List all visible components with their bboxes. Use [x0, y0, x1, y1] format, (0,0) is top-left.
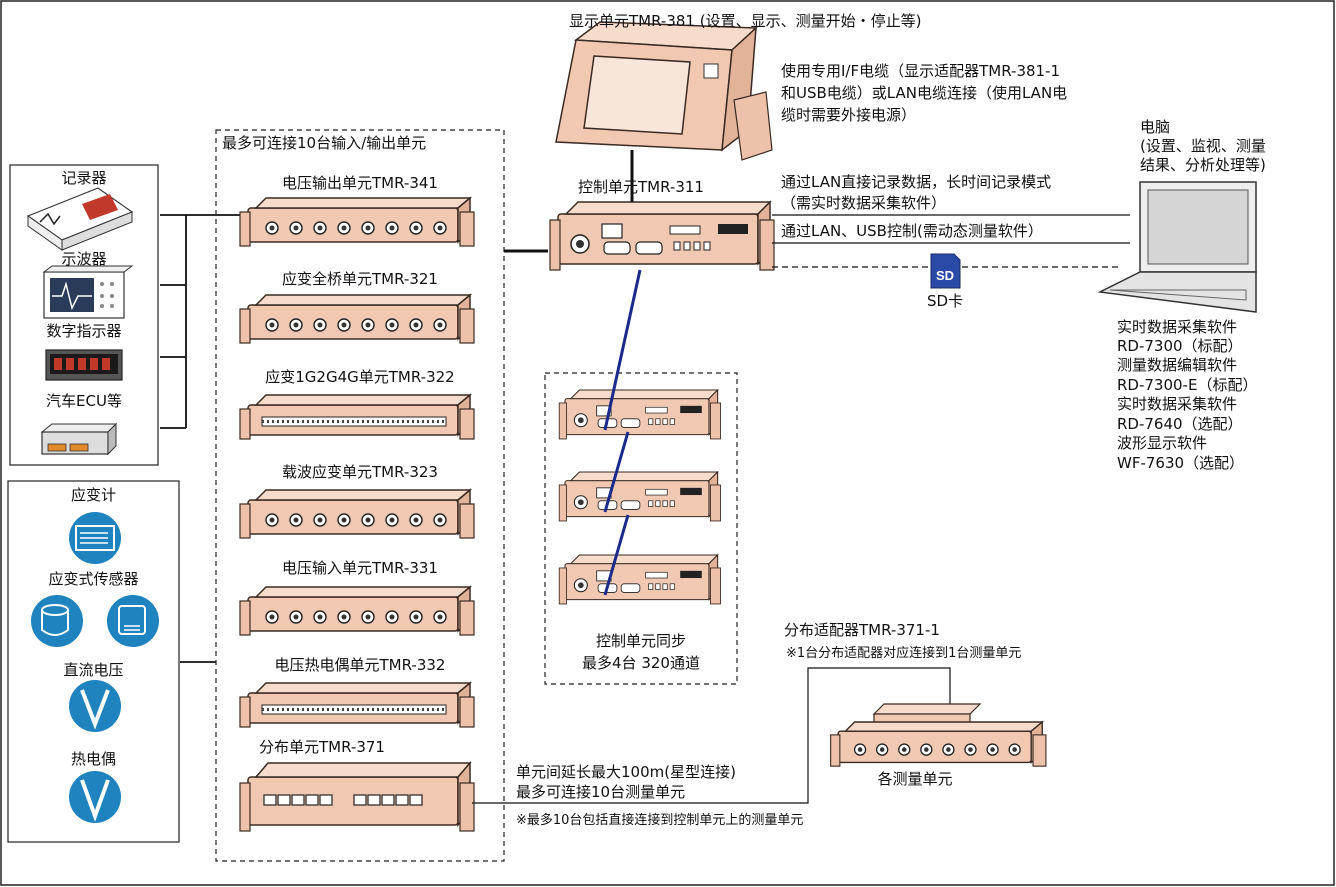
- display-conn-note-2: 和USB电缆）或LAN电缆连接（使用LAN电: [781, 84, 1068, 102]
- control-unit-title: 控制单元TMR-311: [578, 178, 704, 196]
- sensor-label-thermocouple: 热电偶: [70, 750, 116, 768]
- measurement-unit-label: 各测量单元: [877, 770, 953, 788]
- sync-unit-1: [558, 389, 722, 440]
- sensor-label-dc-voltage: 直流电压: [63, 661, 124, 679]
- pc-title: 电脑: [1140, 118, 1171, 136]
- unit-image-tmr371: [239, 762, 475, 832]
- unit-image-tmr341: [239, 197, 475, 247]
- unit-image-tmr323: [239, 489, 475, 539]
- sensor-transducer-icon: [107, 595, 159, 647]
- pc-desc-1: (设置、监视、测量: [1140, 137, 1266, 155]
- display-conn-note-1: 使用专用I/F电缆（显示适配器TMR-381-1: [781, 62, 1061, 80]
- unit-label-tmr332: 电压热电偶单元TMR-332: [274, 656, 446, 674]
- unit-label-tmr321: 应变全桥单元TMR-321: [282, 270, 438, 288]
- unit-image-tmr331: [239, 586, 475, 636]
- adapter-title: 分布适配器TMR-371-1: [784, 621, 940, 639]
- load-cell-icon: [31, 595, 83, 647]
- control-unit-image: [549, 201, 775, 271]
- unit-label-tmr341: 电压输出单元TMR-341: [282, 174, 438, 192]
- sd-card-label: SD卡: [926, 292, 964, 310]
- pc-software-7: 波形显示软件: [1117, 434, 1208, 452]
- sync-unit-3: [558, 554, 722, 605]
- lan-record-line-1: 通过LAN直接记录数据，长时间记录模式: [781, 173, 1052, 191]
- display-conn-note-3: 缆时需要外接电源）: [781, 106, 917, 124]
- laptop-image: [1097, 181, 1257, 313]
- unit-label-tmr331: 电压输入单元TMR-331: [282, 559, 438, 577]
- pc-software-2: RD-7300（标配）: [1117, 337, 1243, 355]
- device-label-oscilloscope: 示波器: [61, 250, 107, 268]
- pc-software-6: RD-7640（选配）: [1117, 415, 1243, 433]
- recorder-image: [26, 187, 134, 251]
- sd-icon-text: SD: [936, 268, 954, 283]
- device-label-ecu: 汽车ECU等: [46, 392, 122, 410]
- device-label-recorder: 记录器: [61, 169, 107, 187]
- sync-line-2: 最多4台 320通道: [582, 654, 700, 672]
- sensor-label-transducer: 应变式传感器: [48, 570, 139, 588]
- extend-line-2: 最多可连接10台测量单元: [516, 783, 686, 801]
- unit-image-tmr332: [238, 681, 476, 729]
- digital-indicator-image: [45, 349, 123, 381]
- unit-label-tmr371: 分布单元TMR-371: [259, 738, 385, 756]
- pc-software-3: 测量数据编辑软件: [1117, 356, 1238, 374]
- measurement-unit-image: [829, 703, 1047, 767]
- display-unit-title: 显示单元TMR-381 (设置、显示、测量开始・停止等): [569, 12, 922, 30]
- adapter-note: ※1台分布适配器对应连接到1台测量单元: [786, 646, 1022, 661]
- unit-label-tmr323: 载波应变单元TMR-323: [282, 463, 438, 481]
- device-label-indicator: 数字指示器: [46, 322, 122, 340]
- pc-software-5: 实时数据采集软件: [1117, 395, 1238, 413]
- thermocouple-icon: [69, 771, 121, 823]
- sensor-label-strain-gauge: 应变计: [70, 486, 116, 504]
- io-group-title: 最多可连接10台输入/输出单元: [222, 134, 427, 152]
- unit-label-tmr322: 应变1G2G4G单元TMR-322: [265, 368, 455, 386]
- oscilloscope-image: [42, 265, 134, 319]
- sync-unit-2: [558, 471, 722, 522]
- lan-usb-control: 通过LAN、USB控制(需动态测量软件）: [781, 222, 1043, 240]
- sync-line-1: 控制单元同步: [595, 632, 686, 650]
- unit-image-tmr322: [238, 393, 476, 441]
- unit-image-tmr321: [239, 294, 475, 344]
- pc-software-1: 实时数据采集软件: [1117, 318, 1238, 336]
- ecu-image: [40, 422, 118, 456]
- sd-card-icon: SD: [930, 253, 961, 289]
- pc-software-4: RD-7300-E（标配）: [1117, 376, 1258, 394]
- distribution-note: ※最多10台包括直接连接到控制单元上的测量单元: [516, 813, 804, 828]
- dc-voltage-icon: [69, 680, 121, 732]
- lan-record-line-2: （需实时数据采集软件）: [781, 194, 947, 212]
- display-unit-image: [555, 21, 773, 161]
- pc-software-8: WF-7630（选配）: [1117, 454, 1245, 472]
- pc-desc-2: 结果、分析处理等): [1140, 156, 1266, 174]
- strain-gauge-icon: [69, 512, 121, 564]
- extend-line-1: 单元间延长最大100m(星型连接): [516, 763, 736, 781]
